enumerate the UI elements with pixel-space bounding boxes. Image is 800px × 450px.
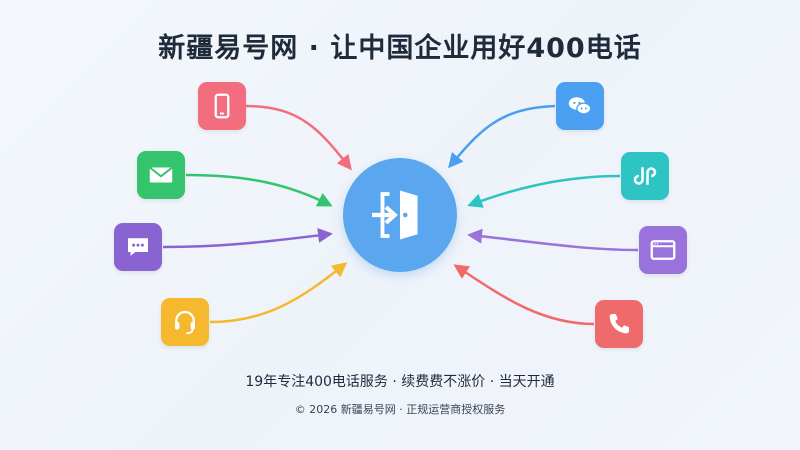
center-entry-circle[interactable] bbox=[343, 158, 457, 272]
headset-tile[interactable] bbox=[161, 298, 209, 346]
mobile-phone-icon bbox=[214, 93, 230, 119]
arrow-headset bbox=[209, 262, 348, 324]
arrow-phone bbox=[245, 104, 352, 171]
slogan-text: 19年专注400电话服务 · 续费费不涨价 · 当天开通 bbox=[245, 374, 555, 390]
arrow-browser bbox=[467, 228, 639, 252]
page-title: 新疆易号网 · 让中国企业用好400电话 bbox=[158, 33, 642, 64]
mini-program-tile[interactable] bbox=[621, 152, 669, 200]
mini-program-icon bbox=[633, 167, 657, 185]
wechat-icon bbox=[568, 97, 592, 115]
mobile-phone-tile[interactable] bbox=[198, 82, 246, 130]
phone-call-icon bbox=[609, 314, 629, 334]
chat-tile[interactable] bbox=[114, 223, 162, 271]
chat-bubble-icon bbox=[128, 238, 148, 256]
arrow-chat bbox=[162, 227, 333, 249]
browser-window-icon bbox=[650, 240, 676, 260]
enter-door-icon bbox=[372, 190, 418, 240]
arrow-mail bbox=[185, 173, 333, 207]
wechat-tile[interactable] bbox=[556, 82, 604, 130]
arrow-call bbox=[453, 264, 595, 326]
mail-tile[interactable] bbox=[137, 151, 185, 199]
arrow-miniprogram bbox=[467, 174, 621, 208]
footer-copyright: © 2026 新疆易号网 · 正规运营商授权服务 bbox=[294, 403, 506, 416]
mail-icon bbox=[149, 166, 173, 183]
headset-icon bbox=[175, 310, 195, 335]
browser-window-tile[interactable] bbox=[639, 226, 687, 274]
phone-call-tile[interactable] bbox=[595, 300, 643, 348]
arrow-wechat bbox=[448, 104, 556, 169]
